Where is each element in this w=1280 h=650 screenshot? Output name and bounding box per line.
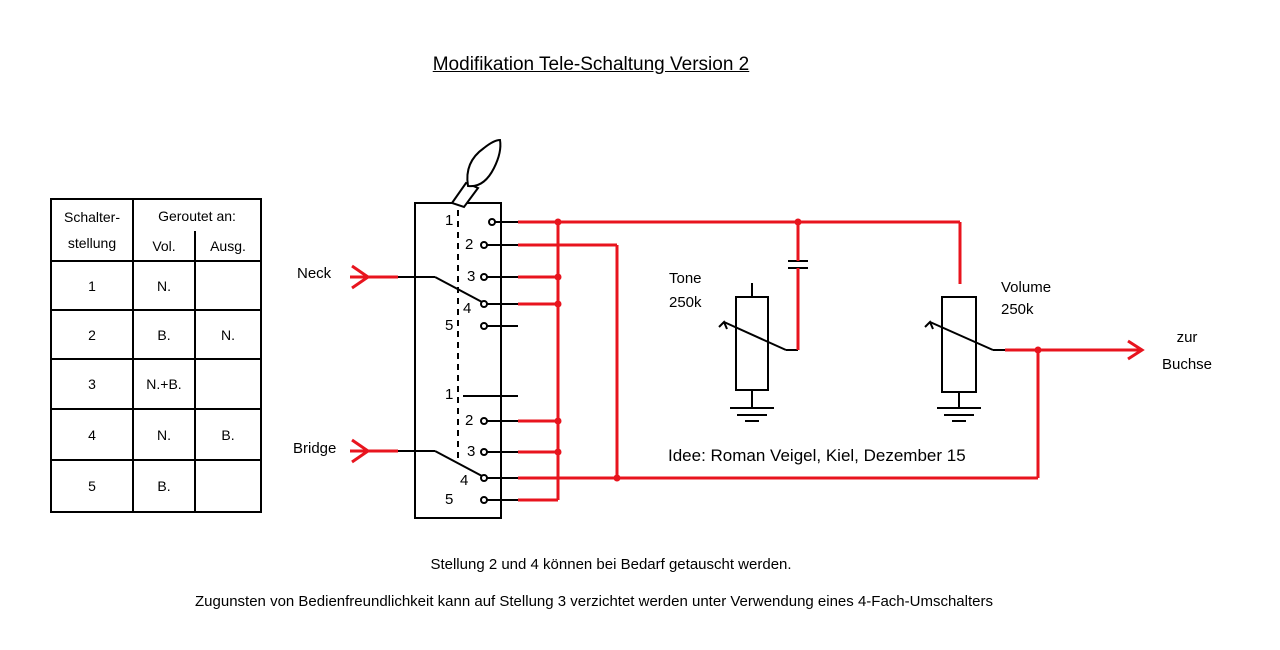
row-3-pos: 3 bbox=[50, 358, 134, 410]
output-label-line2: Buchse bbox=[1161, 356, 1213, 373]
switch-knob bbox=[466, 138, 502, 188]
row-4-pos: 4 bbox=[50, 408, 134, 461]
row-5-vol: B. bbox=[132, 459, 196, 513]
credit-line: Idee: Roman Veigel, Kiel, Dezember 15 bbox=[668, 446, 966, 465]
header-switch-line2: stellung bbox=[67, 235, 117, 251]
switch-lever bbox=[450, 181, 480, 209]
lower-pin-2: 2 bbox=[465, 412, 474, 429]
header-ausg: Ausg. bbox=[194, 231, 262, 262]
volume-value: 250k bbox=[1001, 301, 1034, 318]
row-4-ausg: B. bbox=[194, 408, 262, 461]
row-2-pos: 2 bbox=[50, 309, 134, 360]
row-1-vol: N. bbox=[132, 260, 196, 311]
note-1: Stellung 2 und 4 können bei Bedarf getau… bbox=[430, 556, 792, 573]
upper-pin-5: 5 bbox=[445, 317, 454, 334]
header-switch-line1: Schalter- bbox=[63, 209, 121, 225]
header-switch: Schalter- stellung bbox=[50, 198, 134, 262]
row-3-ausg bbox=[194, 358, 262, 410]
output-label-line1: zur bbox=[1176, 329, 1198, 346]
upper-pin-1: 1 bbox=[445, 212, 454, 229]
note-2: Zugunsten von Bedienfreundlichkeit kann … bbox=[195, 593, 993, 610]
row-1-ausg bbox=[194, 260, 262, 311]
row-4-vol: N. bbox=[132, 408, 196, 461]
tone-value: 250k bbox=[669, 294, 702, 311]
row-2-vol: B. bbox=[132, 309, 196, 360]
row-1-pos: 1 bbox=[50, 260, 134, 311]
header-vol: Vol. bbox=[132, 231, 196, 262]
tone-pot bbox=[735, 296, 769, 391]
diagram-title: Modifikation Tele-Schaltung Version 2 bbox=[432, 54, 750, 75]
volume-pot bbox=[941, 296, 977, 393]
volume-label: Volume bbox=[1001, 279, 1052, 296]
upper-pin-3: 3 bbox=[467, 268, 476, 285]
row-5-ausg bbox=[194, 459, 262, 513]
switch-body bbox=[414, 202, 502, 519]
row-3-vol: N.+B. bbox=[132, 358, 196, 410]
tone-label: Tone bbox=[669, 270, 702, 287]
lower-pin-4: 4 bbox=[460, 472, 469, 489]
upper-pin-2: 2 bbox=[465, 236, 474, 253]
header-routed: Geroutet an: bbox=[132, 198, 262, 231]
bridge-label: Bridge bbox=[293, 440, 337, 457]
row-2-ausg: N. bbox=[194, 309, 262, 360]
lower-pin-3: 3 bbox=[467, 443, 476, 460]
lower-pin-1: 1 bbox=[445, 386, 454, 403]
row-5-pos: 5 bbox=[50, 459, 134, 513]
lower-pin-5: 5 bbox=[445, 491, 454, 508]
switch-position-table: Schalter- stellung Geroutet an: Vol. Aus… bbox=[50, 198, 262, 513]
upper-pin-4: 4 bbox=[463, 300, 472, 317]
neck-label: Neck bbox=[297, 265, 332, 282]
